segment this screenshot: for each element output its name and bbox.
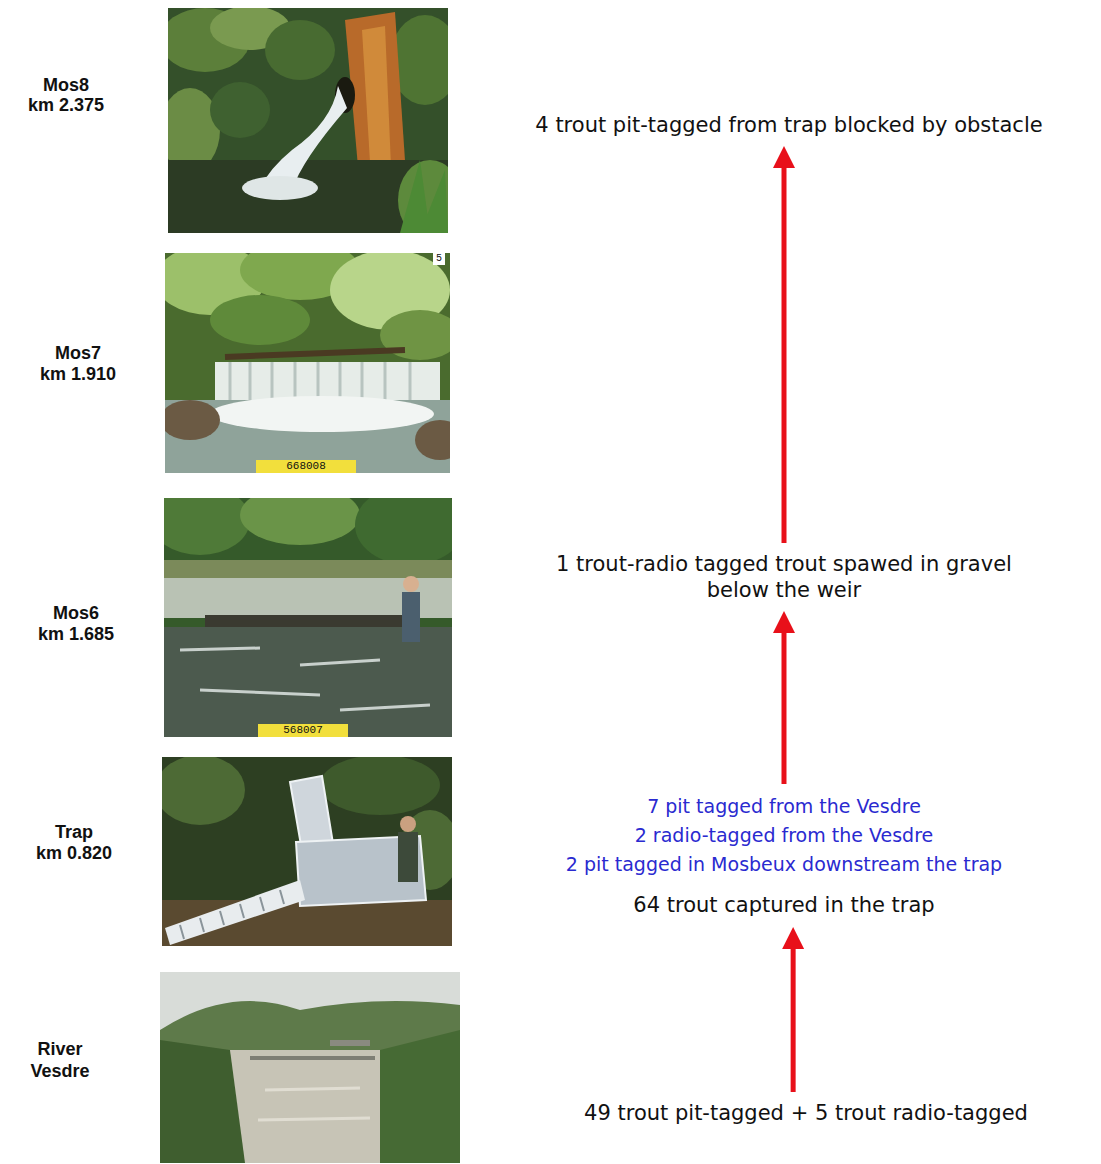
weir-photo-part	[210, 396, 434, 432]
waterfall-photo-part	[398, 160, 448, 233]
trap-photo-part	[320, 757, 440, 815]
weir-photo-part	[403, 576, 419, 592]
river-photo-part	[230, 1050, 380, 1163]
flow-arrow	[782, 166, 787, 543]
annotation-text: 7 pit tagged from the Vesdre	[566, 792, 1002, 821]
site-label: Trap	[55, 822, 93, 843]
waterfall-photo-part	[242, 176, 318, 200]
trap-photo	[162, 757, 452, 946]
annotation-text: 4 trout pit-tagged from trap blocked by …	[535, 112, 1042, 138]
river-photo	[160, 972, 460, 1163]
weir-photo-part	[240, 498, 360, 545]
photo-stamp: 5	[433, 253, 445, 265]
waterfall-photo-part	[400, 160, 448, 233]
river-photo-part	[330, 1040, 370, 1046]
annotation-text: 2 radio-tagged from the Vesdre	[566, 821, 1002, 850]
annotation-text: 49 trout pit-tagged + 5 trout radio-tagg…	[584, 1100, 1028, 1126]
weir-photo-part	[402, 592, 420, 642]
weir-photo-part	[415, 420, 450, 460]
annotation-text: 2 pit tagged in Mosbeux downstream the t…	[566, 850, 1002, 879]
site-label: km 1.910	[40, 364, 116, 385]
river-photo-part	[160, 972, 460, 1163]
site-label: Mos7	[55, 343, 101, 364]
trap-photo-part	[180, 890, 284, 939]
site-label: Mos6	[53, 603, 99, 624]
site-label: River Vesdre	[20, 1038, 100, 1082]
weir-photo-part	[205, 615, 420, 627]
photo-stamp: 568007	[258, 724, 348, 737]
weir-photo-part	[164, 498, 250, 555]
trap-photo-part	[165, 880, 305, 945]
annotation-text: 1 trout-radio tagged trout spawed in gra…	[544, 551, 1024, 603]
weir-photo-part	[165, 400, 220, 440]
waterfall-photo-part	[260, 86, 347, 190]
flow-arrow	[781, 631, 786, 784]
weir-photo-part	[225, 350, 405, 357]
weir-photo-part	[215, 362, 440, 402]
waterfall-photo-part	[265, 20, 335, 80]
text-box: 4 trout pit-tagged from trap blocked by …	[530, 110, 1047, 140]
photo-stamp: 668008	[256, 460, 356, 473]
weir-photo-part	[230, 362, 410, 402]
text-box: 1 trout-radio tagged trout spawed in gra…	[539, 549, 1029, 605]
weir-photo	[165, 253, 450, 473]
weir-photo-part	[164, 627, 452, 737]
site-label: km 2.375	[28, 95, 104, 116]
site-label: km 0.820	[36, 843, 112, 864]
annotation-text: 64 trout captured in the trap	[566, 891, 1002, 919]
trap-photo-part	[398, 832, 418, 882]
weir-photo	[164, 498, 452, 737]
river-photo-part	[258, 1088, 370, 1120]
weir-photo-part	[355, 498, 452, 565]
trap-photo-part	[400, 816, 416, 832]
waterfall-photo	[168, 8, 448, 233]
weir-photo-part	[180, 648, 430, 710]
river-photo-part	[250, 1056, 375, 1060]
waterfall-photo-part	[210, 82, 270, 138]
weir-photo-part	[210, 295, 310, 345]
flow-arrow	[791, 947, 796, 1092]
site-label: Mos8	[43, 75, 89, 96]
site-label: km 1.685	[38, 624, 114, 645]
text-box: 49 trout pit-tagged + 5 trout radio-tagg…	[579, 1098, 1033, 1128]
text-box: 7 pit tagged from the Vesdre2 radio-tagg…	[561, 790, 1007, 921]
trap-photo-part	[162, 757, 245, 825]
